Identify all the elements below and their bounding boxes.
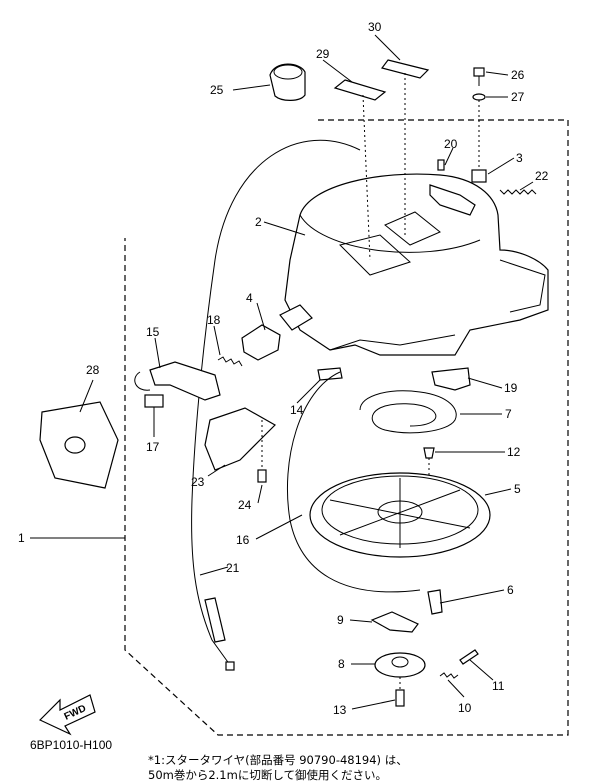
callout-4: 4 bbox=[246, 291, 253, 305]
grommet bbox=[269, 63, 306, 101]
callout-12: 12 bbox=[507, 445, 521, 459]
pawl-spring bbox=[370, 611, 419, 633]
callout-23: 23 bbox=[191, 475, 205, 489]
callout-10: 10 bbox=[458, 701, 472, 715]
callout-8: 8 bbox=[338, 657, 345, 671]
bracket-23 bbox=[204, 407, 276, 471]
starter-wire-end bbox=[204, 597, 226, 643]
callout-15: 15 bbox=[146, 325, 160, 339]
starter-wire bbox=[191, 139, 361, 666]
bracket-19 bbox=[431, 367, 471, 391]
callout-19: 19 bbox=[504, 381, 518, 395]
callout-17: 17 bbox=[146, 440, 160, 454]
callout-21: 21 bbox=[226, 561, 240, 575]
callout-2: 2 bbox=[255, 215, 262, 229]
tube-14 bbox=[317, 367, 343, 381]
spring-18 bbox=[217, 356, 243, 367]
callout-28: 28 bbox=[86, 363, 100, 377]
callout-9: 9 bbox=[337, 613, 344, 627]
bolt-13 bbox=[395, 689, 405, 707]
wire-16 bbox=[287, 371, 421, 593]
callout-6: 6 bbox=[507, 583, 514, 597]
cover-right-tab bbox=[499, 259, 546, 313]
callout-20: 20 bbox=[444, 137, 458, 151]
spiral-spring bbox=[359, 390, 457, 434]
note-line-1: *1:スタータワイヤ(部品番号 90790-48194) は、 bbox=[148, 753, 408, 767]
callout-27: 27 bbox=[511, 90, 525, 104]
label-plate-29 bbox=[333, 79, 387, 101]
plunger-shaft bbox=[279, 304, 313, 331]
callout-26: 26 bbox=[511, 68, 525, 82]
plunger bbox=[241, 324, 281, 361]
pawl bbox=[427, 589, 443, 615]
diagram-code: 6BP1010-H100 bbox=[30, 738, 113, 752]
callout-7: 7 bbox=[505, 407, 512, 421]
starter-cover bbox=[284, 173, 549, 356]
callout-5: 5 bbox=[514, 482, 521, 496]
collar bbox=[471, 169, 487, 183]
callout-1: 1 bbox=[18, 531, 25, 545]
callout-11: 11 bbox=[492, 679, 505, 693]
note-line-2: 50m巻から2.1mに切断して御使用ください。 bbox=[148, 768, 387, 782]
spring-22 bbox=[499, 189, 537, 195]
spring-10 bbox=[439, 672, 459, 679]
callout-14: 14 bbox=[290, 403, 304, 417]
callout-30: 30 bbox=[368, 20, 382, 34]
cover-recess-2 bbox=[384, 211, 441, 246]
cover-recess bbox=[339, 234, 411, 276]
starter-lever bbox=[149, 361, 221, 401]
callout-22: 22 bbox=[535, 169, 549, 183]
screw-12 bbox=[423, 447, 435, 459]
label-plate-30 bbox=[380, 59, 430, 79]
lock-lever bbox=[429, 184, 476, 216]
assembly-boundary bbox=[124, 119, 569, 736]
clip-17 bbox=[144, 394, 164, 408]
callout-24: 24 bbox=[238, 498, 252, 512]
callout-3: 3 bbox=[516, 151, 523, 165]
callout-29: 29 bbox=[316, 47, 330, 61]
washer bbox=[472, 93, 486, 101]
callout-13: 13 bbox=[333, 703, 347, 717]
fwd-arrow bbox=[38, 694, 96, 736]
callout-25: 25 bbox=[210, 83, 224, 97]
cover-bottom-edge bbox=[329, 334, 456, 351]
cover-rim bbox=[299, 214, 481, 253]
callout-18: 18 bbox=[207, 313, 221, 327]
wire-end-stop bbox=[225, 661, 235, 671]
bolt bbox=[473, 67, 485, 77]
pin-11 bbox=[459, 649, 479, 665]
screw-24 bbox=[257, 469, 267, 483]
callout-16: 16 bbox=[236, 533, 250, 547]
